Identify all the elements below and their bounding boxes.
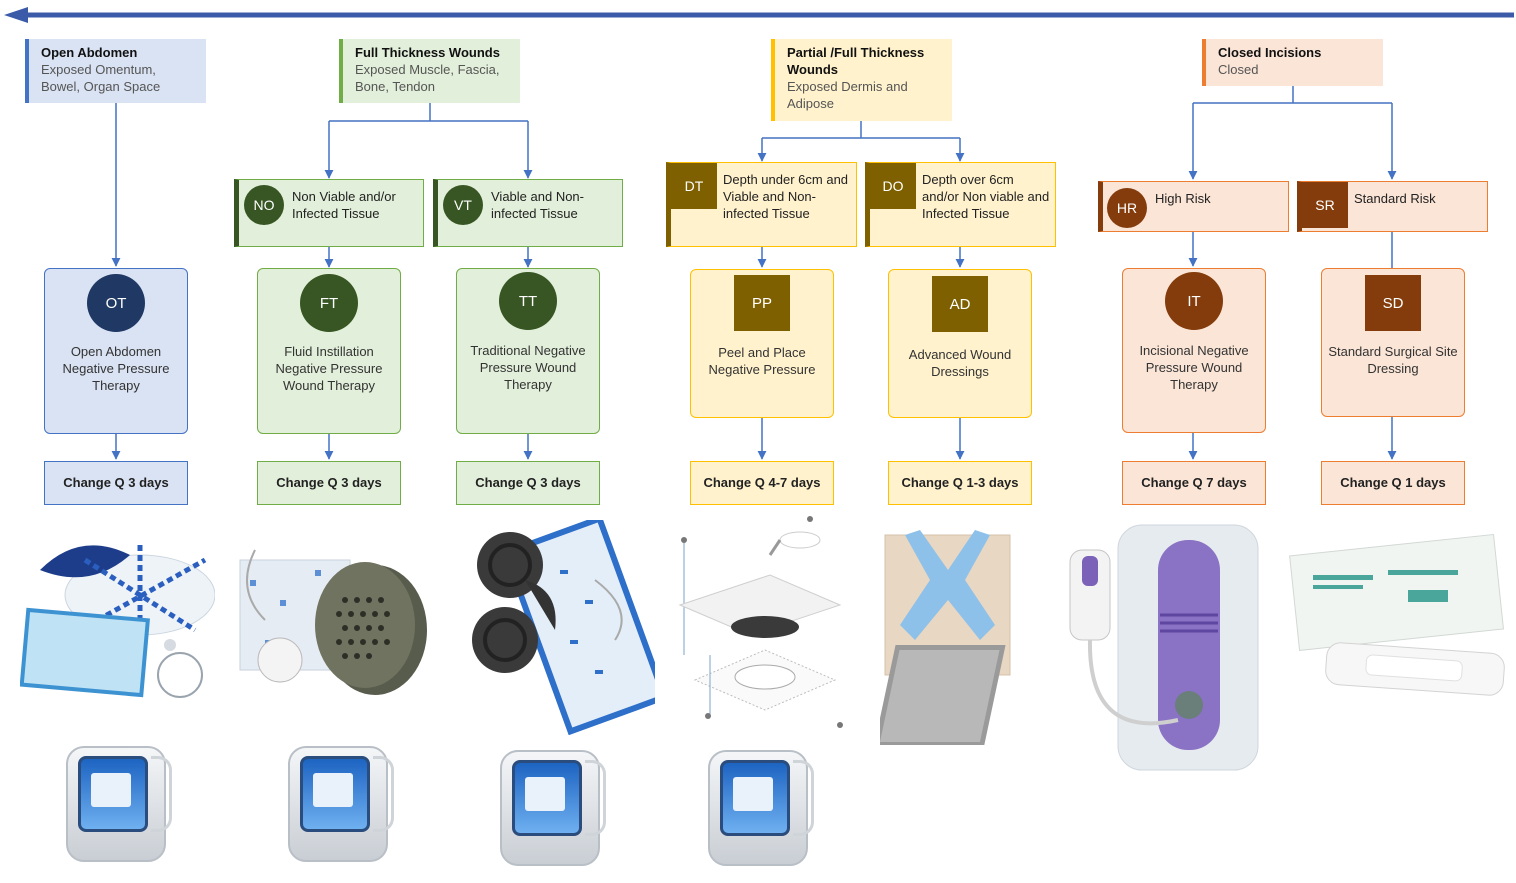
subcategory-label: Standard Risk [1354,191,1436,206]
surgical-dressing-pack-image [1289,533,1505,696]
timeline-arrowhead [4,7,28,23]
code-square: SR [1302,182,1348,228]
code-circle: NO [244,185,284,225]
change-frequency-ad: Change Q 1-3 days [888,461,1032,505]
subcategory-non-viable: NO Non Viable and/or Infected Tissue [234,179,424,247]
code-circle: TT [499,272,557,330]
category-closed-incisions: Closed Incisions Closed [1202,39,1383,86]
subcategory-viable: VT Viable and Non-infected Tissue [433,179,623,247]
npwt-pump-image [700,742,814,870]
category-title: Full Thickness Wounds [355,45,500,60]
category-subtitle: Exposed Omentum, Bowel, Organ Space [41,62,161,94]
category-title: Closed Incisions [1218,45,1322,60]
advanced-dressing-image [880,530,1011,745]
change-frequency-sd: Change Q 1 days [1321,461,1465,505]
therapy-name: Traditional Negative Pressure Wound Ther… [470,343,586,392]
category-title: Partial /Full Thickness Wounds [787,45,925,77]
change-frequency-pp: Change Q 4-7 days [690,461,834,505]
change-frequency-ft: Change Q 3 days [257,461,401,505]
therapy-name: Incisional Negative Pressure Wound Thera… [1139,343,1249,392]
therapy-it: IT Incisional Negative Pressure Wound Th… [1122,268,1266,433]
category-subtitle: Closed [1218,62,1259,77]
change-frequency-ot: Change Q 3 days [44,461,188,505]
foam-dressing-kit-image [472,520,655,735]
code-circle: IT [1165,272,1223,330]
subcategory-label: Depth over 6cm and/or Non viable and Inf… [922,172,1050,221]
code-square: AD [932,276,988,332]
npwt-pump-image [492,742,606,870]
subcategory-label: Viable and Non-infected Tissue [491,189,584,221]
instillation-foam-dressing-image [239,549,427,695]
code-square: DT [671,163,717,209]
abdominal-dressing-kit-image [20,545,215,698]
category-subtitle: Exposed Dermis and Adipose [787,79,908,111]
subcategory-label: Non Viable and/or Infected Tissue [292,189,396,221]
change-frequency-it: Change Q 7 days [1122,461,1266,505]
therapy-name: Advanced Wound Dressings [908,347,1012,379]
subcategory-depth-under: DT Depth under 6cm and Viable and Non-in… [666,162,857,247]
therapy-ad: AD Advanced Wound Dressings [888,269,1032,418]
category-full-thickness: Full Thickness Wounds Exposed Muscle, Fa… [339,39,520,103]
therapy-sd: SD Standard Surgical Site Dressing [1321,268,1465,417]
incisional-npwt-device-image [1069,524,1259,771]
subcategory-label: High Risk [1155,191,1211,206]
therapy-ft: FT Fluid Instillation Negative Pressure … [257,268,401,434]
subcategory-high-risk: HR High Risk [1098,181,1289,232]
code-circle: OT [87,274,145,332]
change-frequency-tt: Change Q 3 days [456,461,600,505]
code-square: PP [734,275,790,331]
category-open-abdomen: Open Abdomen Exposed Omentum, Bowel, Org… [25,39,206,103]
therapy-name: Open Abdomen Negative Pressure Therapy [62,344,170,393]
code-circle: FT [300,274,358,332]
subcategory-label: Depth under 6cm and Viable and Non-infec… [723,172,849,221]
subcategory-depth-over: DO Depth over 6cm and/or Non viable and … [865,162,1056,247]
category-partial-full-thickness: Partial /Full Thickness Wounds Exposed D… [771,39,952,121]
therapy-ot: OT Open Abdomen Negative Pressure Therap… [44,268,188,434]
therapy-name: Fluid Instillation Negative Pressure Wou… [275,344,383,393]
instillation-pump-image [280,738,394,866]
code-circle: VT [443,185,483,225]
category-title: Open Abdomen [41,45,138,60]
subcategory-standard-risk: SR Standard Risk [1297,181,1488,232]
category-subtitle: Exposed Muscle, Fascia, Bone, Tendon [355,62,500,94]
code-circle: HR [1107,188,1147,228]
therapy-tt: TT Traditional Negative Pressure Wound T… [456,268,600,434]
therapy-pp: PP Peel and Place Negative Pressure [690,269,834,418]
therapy-name: Standard Surgical Site Dressing [1328,344,1458,376]
code-square: SD [1365,275,1421,331]
npwt-pump-image [58,738,172,866]
therapy-name: Peel and Place Negative Pressure [708,345,816,377]
code-square: DO [870,163,916,209]
peel-and-place-dressing-image [678,516,843,728]
